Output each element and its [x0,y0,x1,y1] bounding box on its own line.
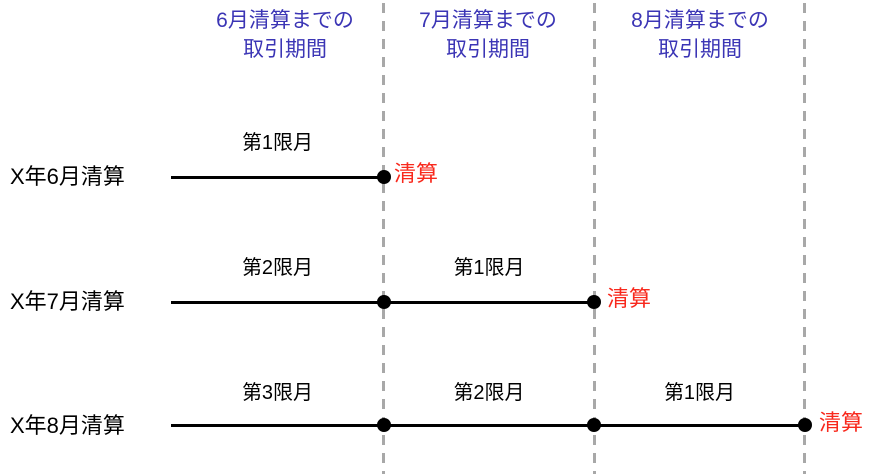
contract-month-label: 第1限月 [453,257,525,279]
column-header-july-line1: 7月清算までの [419,9,557,32]
timeline-august [171,424,805,427]
settlement-marker-label: 清算 [394,161,439,186]
settlement-dot [587,295,601,309]
contract-month-label: 第1限月 [241,132,314,154]
settlement-marker-label: 清算 [819,410,864,435]
column-header-june: 6月清算までの 取引期間 [175,6,395,64]
row-label-june-settlement: X年6月清算 [10,164,125,189]
settlement-marker-label: 清算 [607,286,652,311]
settlement-divider-line-august [803,3,806,474]
settlement-dot [377,295,391,309]
contract-month-label: 第1限月 [663,382,736,404]
column-header-july-line2: 取引期間 [446,38,530,61]
settlement-divider-line-july [593,3,596,474]
row-label-august-settlement: X年8月清算 [10,413,125,438]
settlement-dot [377,170,391,184]
column-header-july: 7月清算までの 取引期間 [378,6,598,64]
settlement-dot [587,418,601,432]
contract-month-label: 第2限月 [241,257,314,279]
settlement-divider-line-june [382,3,385,474]
column-header-august-line2: 取引期間 [658,38,742,61]
column-header-june-line1: 6月清算までの [216,9,354,32]
column-header-june-line2: 取引期間 [243,38,327,61]
timeline-june [171,176,384,179]
row-label-july-settlement: X年7月清算 [10,289,125,314]
column-header-august: 8月清算までの 取引期間 [590,6,810,64]
contract-month-label: 第3限月 [241,382,314,404]
settlement-dot [798,418,812,432]
contract-month-label: 第2限月 [453,382,525,404]
column-header-august-line1: 8月清算までの [631,9,769,32]
settlement-dot [377,418,391,432]
